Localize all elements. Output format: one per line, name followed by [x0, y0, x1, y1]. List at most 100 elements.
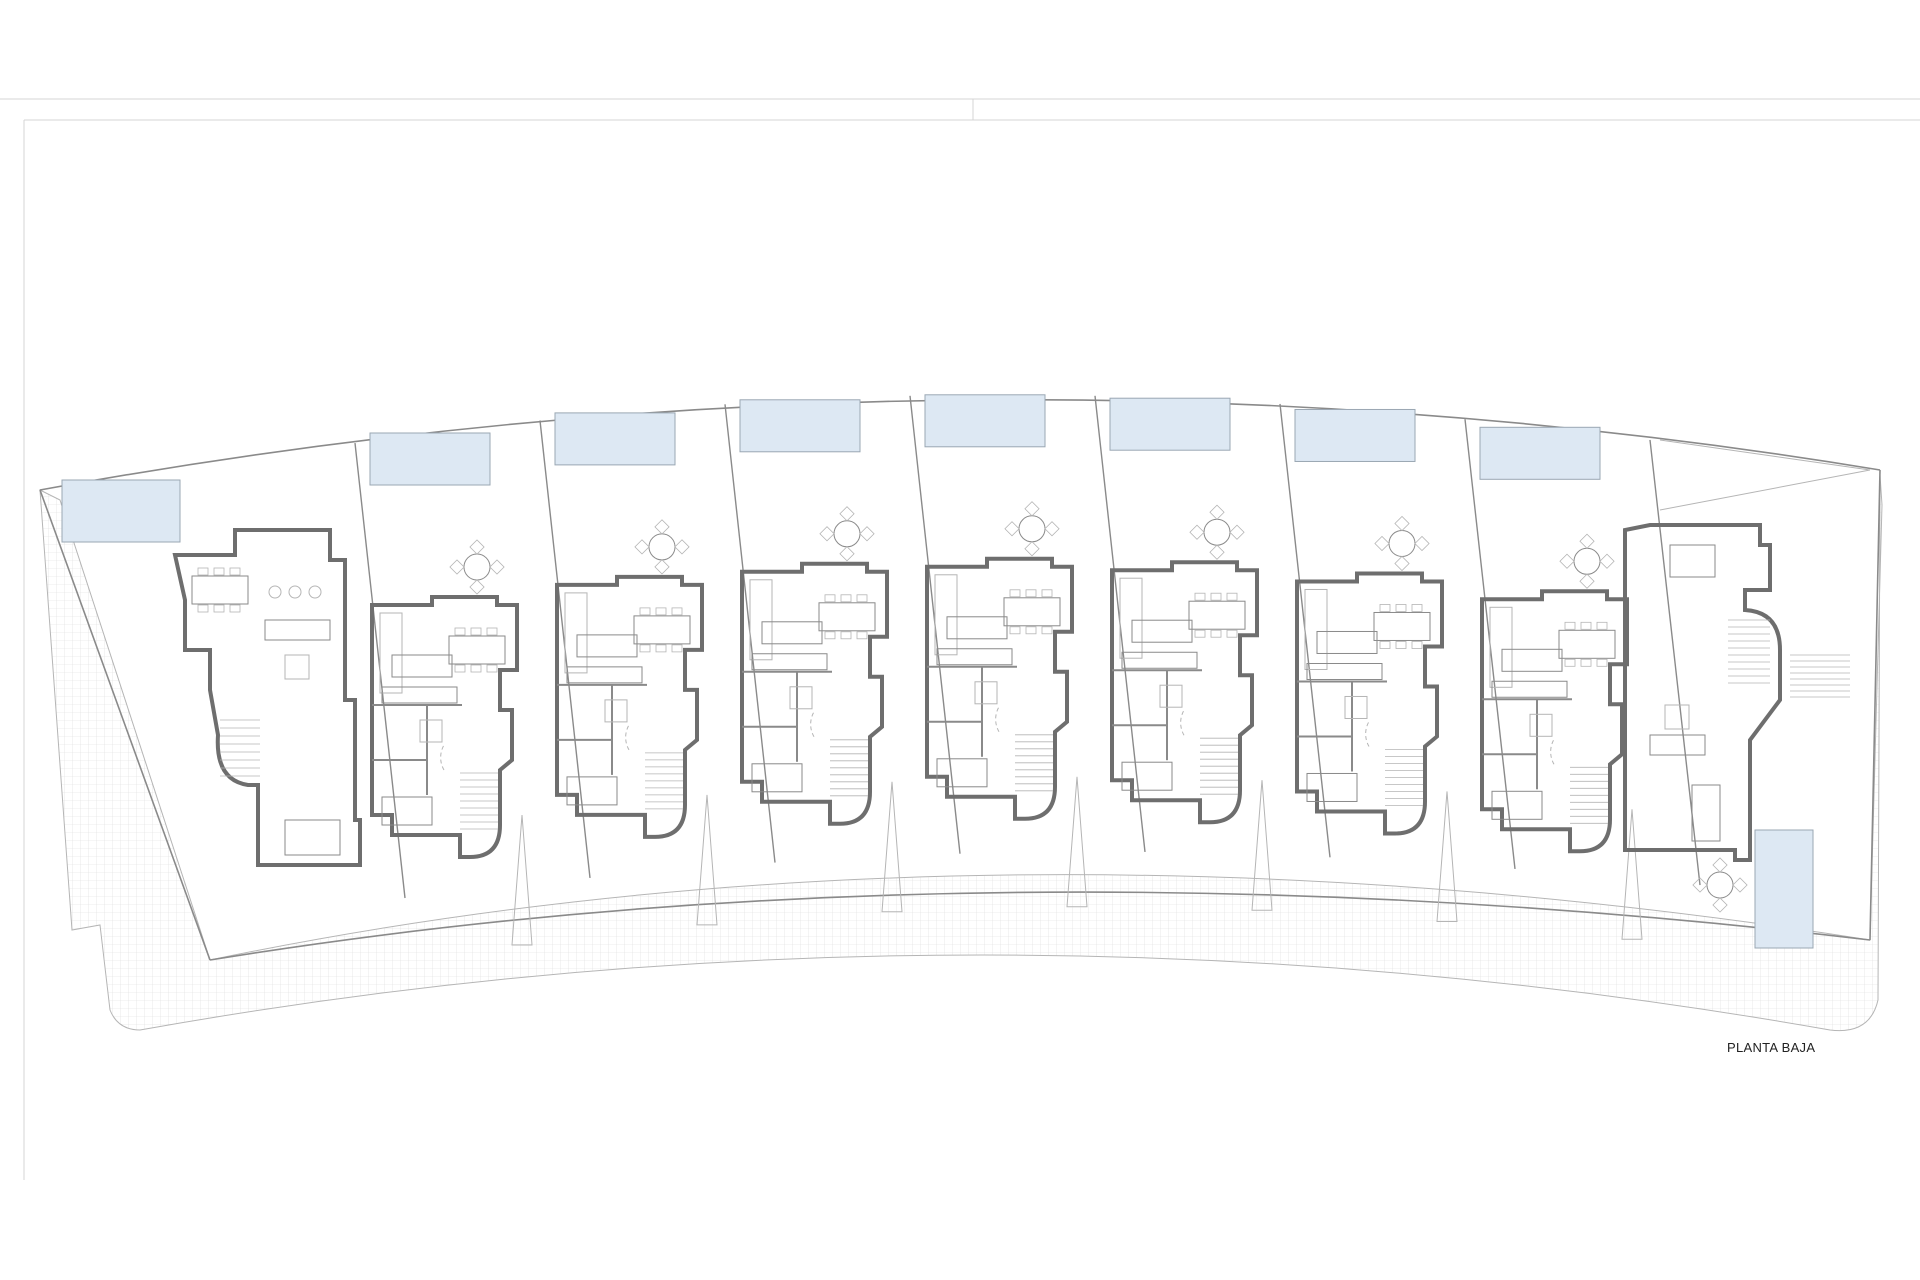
- house-exterior-wall: [925, 556, 1074, 821]
- chair: [213, 604, 225, 613]
- bed: [566, 776, 618, 806]
- chair: [486, 627, 498, 636]
- chair: [1194, 629, 1206, 638]
- patio-table: [463, 553, 491, 581]
- chair: [1041, 589, 1053, 598]
- dining-table: [1003, 597, 1061, 627]
- drawing-title: PLANTA BAJA: [1727, 1040, 1816, 1055]
- kitchen-counter: [1489, 606, 1513, 688]
- chair: [1210, 592, 1222, 601]
- house-units: [61, 394, 1871, 949]
- house-8: [1479, 426, 1643, 940]
- coffee-table: [789, 686, 813, 710]
- house-9: [1623, 439, 1871, 949]
- patio-table: [1203, 518, 1231, 546]
- coffee-table: [974, 681, 998, 705]
- chair: [824, 631, 836, 640]
- chair: [655, 644, 667, 653]
- chair: [1226, 629, 1238, 638]
- chair: [213, 567, 225, 576]
- chair: [1226, 592, 1238, 601]
- sofa: [264, 619, 331, 641]
- coffee-table: [1664, 704, 1690, 730]
- chair: [1041, 626, 1053, 635]
- chair: [1024, 501, 1040, 517]
- chair: [674, 539, 690, 555]
- door-swing: [810, 711, 815, 738]
- coffee-table: [419, 719, 443, 743]
- chair: [639, 644, 651, 653]
- chair: [1209, 544, 1225, 560]
- driveway-marking: [1251, 780, 1273, 911]
- sofa: [1491, 680, 1568, 698]
- bed: [284, 819, 341, 856]
- chair: [1374, 535, 1390, 552]
- swimming-pool: [554, 412, 676, 466]
- driveway-marking: [1436, 791, 1458, 922]
- kitchen-island: [761, 621, 823, 645]
- swimming-pool: [739, 399, 861, 453]
- chair: [1596, 621, 1608, 630]
- chair: [469, 539, 485, 555]
- house-exterior-wall: [1623, 523, 1782, 862]
- chair: [856, 631, 868, 640]
- kitchen-island: [576, 634, 638, 658]
- chair: [197, 567, 209, 576]
- house-5: [924, 394, 1088, 908]
- chair: [454, 627, 466, 636]
- patio-table: [1018, 515, 1046, 543]
- sofa: [1306, 662, 1383, 680]
- chair: [1025, 626, 1037, 635]
- chair: [1394, 555, 1410, 572]
- house-1: [61, 479, 362, 867]
- kitchen-island: [946, 616, 1008, 640]
- chair: [1189, 524, 1205, 540]
- sofa: [936, 648, 1013, 666]
- chair: [634, 539, 650, 555]
- stool: [268, 585, 282, 599]
- dining-table: [1373, 611, 1431, 641]
- chair: [1024, 541, 1040, 557]
- dining-table: [818, 602, 876, 632]
- driveway-marking: [1621, 809, 1643, 940]
- chair: [1579, 533, 1595, 549]
- coffee-table: [1529, 713, 1553, 737]
- patio-table: [648, 533, 676, 561]
- chair: [1379, 604, 1391, 612]
- chair: [671, 607, 683, 616]
- house-6: [1109, 397, 1273, 911]
- coffee-table: [1159, 684, 1183, 708]
- kitchen-counter: [749, 579, 773, 661]
- chair: [654, 519, 670, 535]
- swimming-pool: [369, 432, 491, 486]
- chair: [1580, 621, 1592, 630]
- house-exterior-wall: [740, 561, 889, 826]
- bed: [936, 758, 988, 788]
- chair: [1564, 621, 1576, 630]
- patio-table: [833, 520, 861, 548]
- swimming-pool: [1754, 829, 1814, 949]
- chair: [1579, 573, 1595, 589]
- chair: [229, 567, 241, 576]
- chair: [654, 559, 670, 575]
- house-2: [369, 432, 533, 946]
- chair: [1414, 535, 1430, 552]
- coffee-table: [284, 654, 310, 680]
- driveway-marking: [696, 794, 718, 926]
- sheet-frame: [0, 98, 1920, 1180]
- chair: [1194, 592, 1206, 601]
- kitchen-island: [1501, 648, 1563, 672]
- chair: [1559, 553, 1575, 569]
- chair: [671, 644, 683, 653]
- patio-table: [1573, 547, 1601, 575]
- chair: [1395, 641, 1407, 649]
- door-swing: [1550, 739, 1555, 765]
- chair: [1580, 658, 1592, 667]
- chair: [1009, 589, 1021, 598]
- chair: [1411, 604, 1423, 612]
- chair: [1712, 857, 1728, 873]
- sidewalk-paving: [39, 474, 1883, 1032]
- patio-table: [1706, 871, 1734, 899]
- house-3: [554, 412, 718, 926]
